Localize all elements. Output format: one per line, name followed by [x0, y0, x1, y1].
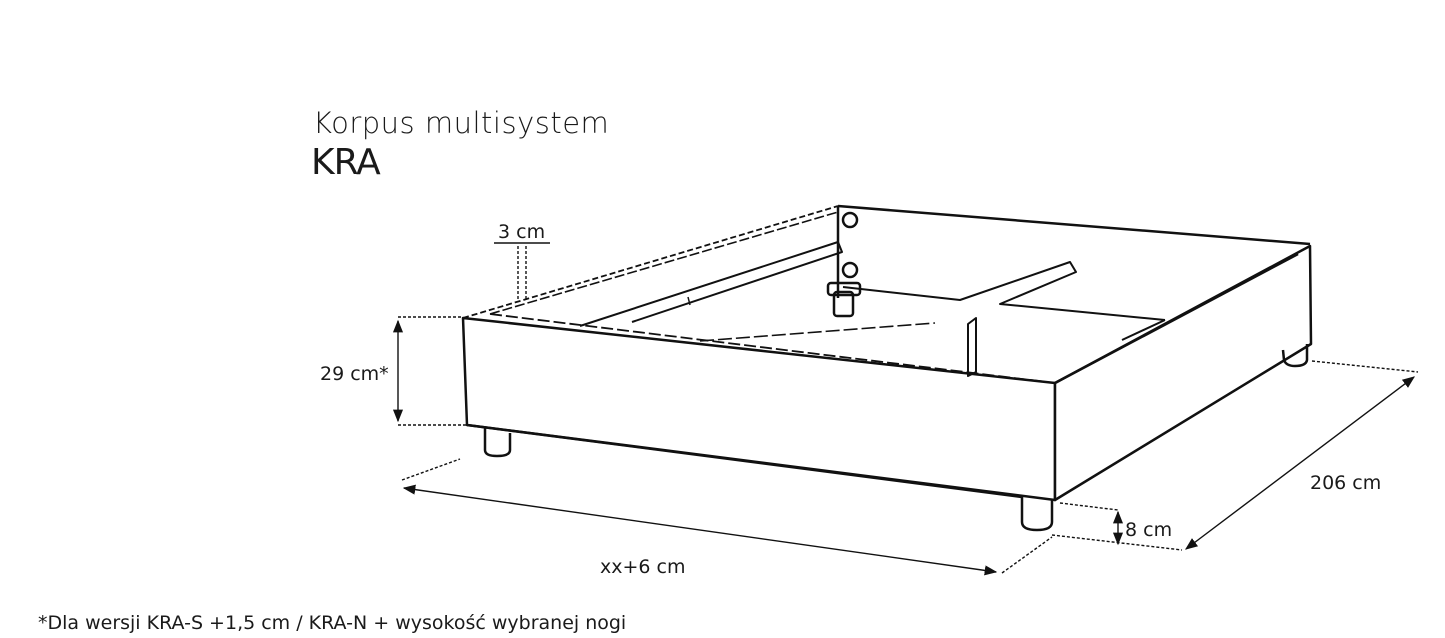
dim-length-ext-top: [1311, 360, 1419, 373]
dim-width-label: xx+6 cm: [600, 556, 686, 578]
leg-back-right: [1281, 344, 1309, 368]
support-rail-right-edge: [1121, 319, 1166, 341]
left-inner-rim: [489, 211, 839, 315]
back-rim: [837, 204, 1311, 246]
dim-length-label: 206 cm: [1310, 472, 1381, 494]
diagram-subtitle: Korpus multisystem: [313, 106, 610, 140]
front-inner-rim: [489, 313, 1056, 384]
bed-frame-outline: [461, 204, 1313, 532]
dim-width-ext-right: [1001, 536, 1053, 574]
bed-frame-diagram: 3 cm 29 cm* 206 cm 8 cm xx+6 cm: [320, 204, 1419, 578]
inner-plate: [967, 317, 977, 377]
dim-length-arrow: [1184, 376, 1416, 550]
inner-floor-line: [699, 322, 936, 342]
dim-thickness-label: 3 cm: [498, 221, 545, 243]
dim-width-ext-left: [401, 458, 461, 481]
left-rim: [462, 205, 839, 319]
leg-front-right: [1020, 497, 1054, 532]
footnote: *Dla wersji KRA-S +1,5 cm / KRA-N + wyso…: [38, 612, 627, 634]
right-face: [1053, 244, 1313, 502]
leg-front-left: [483, 428, 512, 458]
support-rail-left-detail: [687, 296, 691, 306]
dim-leg-ext-top: [1059, 502, 1119, 511]
front-face: [461, 316, 1057, 502]
support-rail-center: [842, 261, 1166, 321]
mount-hole-top: [841, 211, 859, 229]
center-leg: [832, 290, 855, 318]
dimension-lines: [392, 242, 1419, 576]
mount-hole-bottom: [841, 261, 859, 279]
right-inner-rim: [1054, 252, 1299, 385]
diagram-title: KRA: [311, 142, 381, 183]
center-leg-cap: [826, 281, 862, 297]
dim-height-label: 29 cm*: [320, 363, 389, 385]
dim-width-arrow: [402, 484, 998, 576]
support-rail-left: [579, 241, 843, 327]
dim-leg-label: 8 cm: [1125, 519, 1172, 541]
